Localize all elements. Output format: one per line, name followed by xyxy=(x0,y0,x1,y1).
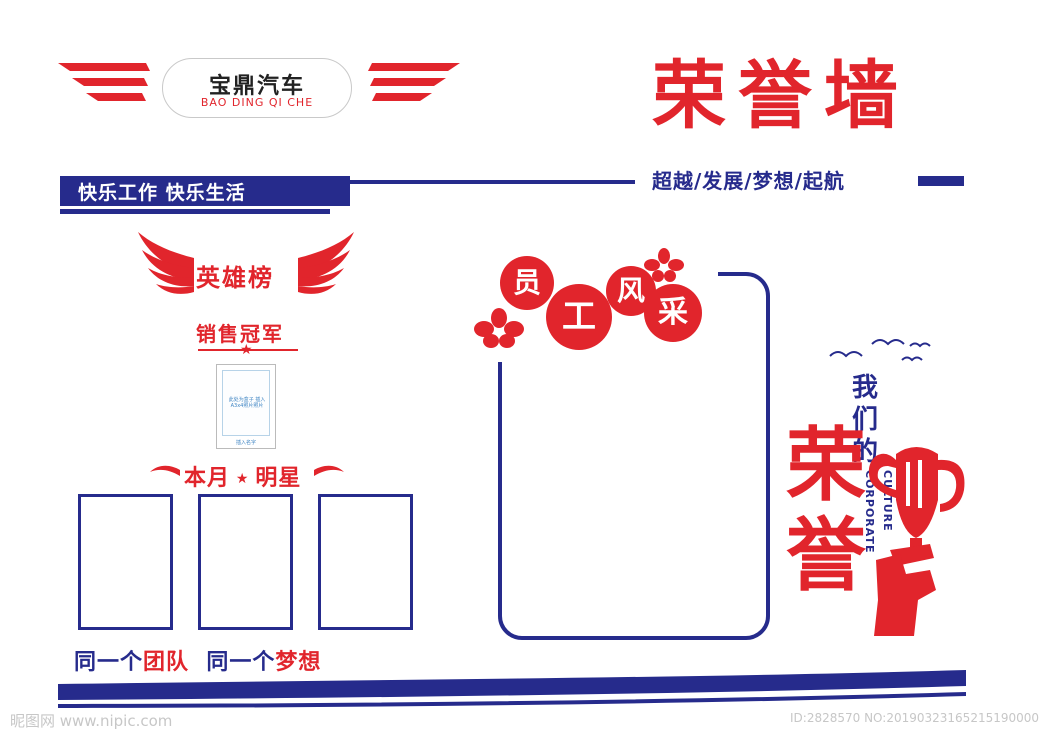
staff-char-1: 员 xyxy=(500,256,554,310)
star-icon: ★ xyxy=(230,471,256,487)
champion-photo-card: 此处为盒子 插入A3x4照片照片 插入名字 xyxy=(216,364,276,449)
monthly-left-swoosh-icon xyxy=(150,465,180,476)
staff-char-3: 风 xyxy=(606,266,656,316)
watermark: 昵图网 www.nipic.com xyxy=(10,712,173,730)
band-left-slogan: 快乐工作 快乐生活 xyxy=(78,182,246,204)
band-left-bar xyxy=(60,176,350,206)
brand-logo-en: BAO DING QI CHE xyxy=(200,96,314,109)
flower-icon xyxy=(474,308,524,348)
star-photo-frame-1 xyxy=(78,494,173,630)
staff-char-4: 采 xyxy=(644,284,702,342)
slogan-part2: 团队 xyxy=(143,650,190,675)
hero-board-title: 英雄榜 xyxy=(196,264,274,292)
staff-char-2: 工 xyxy=(546,284,612,350)
page-title: 荣誉墙 xyxy=(652,53,910,139)
honor-calligraphy: 荣誉 xyxy=(786,418,866,602)
band-right-slogan: 超越/发展/梦想/起航 xyxy=(652,169,845,193)
slogan-part4: 梦想 xyxy=(275,650,322,675)
slogan-part1: 同一个 xyxy=(74,650,144,675)
sales-champion-title: 销售冠军 xyxy=(196,322,284,346)
sales-divider-line xyxy=(198,349,298,351)
band-left-underline xyxy=(60,209,330,214)
footer-wave xyxy=(58,670,966,708)
champion-photo-placeholder: 此处为盒子 插入A3x4照片照片 xyxy=(222,370,270,436)
logo-left-wing-icon xyxy=(58,63,150,101)
monthly-title-b: 明星 xyxy=(255,466,302,491)
logo-right-wing-icon xyxy=(368,63,460,101)
band-divider-line xyxy=(350,180,635,184)
birds-icon xyxy=(829,339,931,362)
monthly-star-title: 本月 ★ 明星 xyxy=(184,460,301,492)
photo-name-label: 插入名字 xyxy=(235,440,256,446)
team-slogan: 同一个团队 同一个梦想 xyxy=(74,644,321,676)
brand-logo: 宝鼎汽车 BAO DING QI CHE xyxy=(162,58,352,118)
band-right-bar xyxy=(918,176,964,186)
flower-icon xyxy=(644,248,684,282)
trophy-hand-icon xyxy=(868,447,965,636)
watermark-id: ID:2828570 NO:20190323165215190000 xyxy=(790,711,1039,725)
brand-logo-cn: 宝鼎汽车 xyxy=(208,74,305,99)
photo-placeholder-text: 此处为盒子 插入A3x4照片照片 xyxy=(228,397,266,409)
hero-wings-icon xyxy=(138,232,354,294)
monthly-title-a: 本月 xyxy=(184,466,231,491)
star-icon: ★ xyxy=(240,342,253,358)
star-photo-frame-3 xyxy=(318,494,413,630)
monthly-right-swoosh-icon xyxy=(314,465,344,476)
our-honor-vertical-text: 我们的 xyxy=(852,373,879,467)
slogan-part3: 同一个 xyxy=(206,650,276,675)
star-photo-frame-2 xyxy=(198,494,293,630)
